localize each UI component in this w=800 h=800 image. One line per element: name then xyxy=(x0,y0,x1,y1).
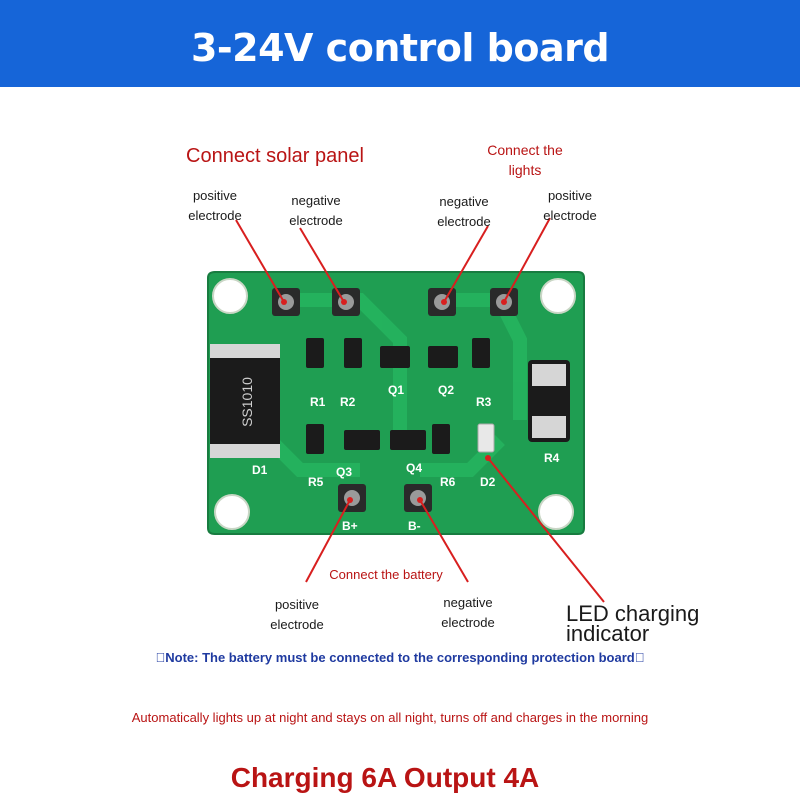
silkscreen-bminus: B- xyxy=(408,519,421,533)
title-banner: 3-24V control board xyxy=(0,0,800,87)
led-indicator-label: LED charging indicator xyxy=(566,601,700,646)
lights-heading: Connect the lights xyxy=(470,140,580,180)
solar-positive-line1: positive xyxy=(192,188,238,203)
silkscreen-r3: R3 xyxy=(476,395,492,409)
d1-diode: SS1010 xyxy=(210,344,280,458)
battery-negative-label: negative electrode xyxy=(430,593,506,633)
solar-positive-label: positive electrode xyxy=(180,186,250,226)
note-text:  Note: The battery must be connected to … xyxy=(155,650,645,665)
lights-heading-line1: Connect the xyxy=(487,142,563,158)
mounting-holes xyxy=(212,278,576,530)
silkscreen-r2: R2 xyxy=(340,395,356,409)
silkscreen-bplus: B+ xyxy=(342,519,358,533)
silkscreen-d2: D2 xyxy=(480,475,496,489)
page-title: 3-24V control board xyxy=(190,26,610,70)
silkscreen-r5: R5 xyxy=(308,475,324,489)
lights-heading-line2: lights xyxy=(508,162,542,178)
silkscreen-r6: R6 xyxy=(440,475,456,489)
battery-positive-line2: electrode xyxy=(270,617,324,632)
svg-text:SS1010: SS1010 xyxy=(239,377,255,427)
battery-heading: Connect the battery xyxy=(329,567,443,582)
battery-positive-label: positive electrode xyxy=(260,595,334,635)
solar-negative-label: negative electrode xyxy=(280,191,352,231)
light-positive-line2: electrode xyxy=(543,208,597,223)
silkscreen-d1: D1 xyxy=(252,463,268,477)
battery-negative-line1: negative xyxy=(443,595,493,610)
solar-negative-line1: negative xyxy=(291,193,341,208)
spec-text: Charging 6A Output 4A xyxy=(230,762,540,793)
light-negative-line1: negative xyxy=(439,194,489,209)
battery-negative-line2: electrode xyxy=(441,615,495,630)
light-negative-label: negative electrode xyxy=(428,192,500,232)
silkscreen-r1: R1 xyxy=(310,395,326,409)
pointer-dots xyxy=(281,299,507,503)
light-positive-label: positive electrode xyxy=(534,186,606,226)
silkscreen-r4: R4 xyxy=(544,451,560,465)
battery-positive-line1: positive xyxy=(274,597,320,612)
silkscreen-q2: Q2 xyxy=(438,383,454,397)
light-negative-line2: electrode xyxy=(437,214,491,229)
r4-cap-bottom xyxy=(532,416,566,438)
auto-lighting-text: Automatically lights up at night and sta… xyxy=(131,710,649,725)
silkscreen-q1: Q1 xyxy=(388,383,404,397)
solar-panel-heading: Connect solar panel xyxy=(186,145,364,167)
pointer-lines xyxy=(235,217,605,603)
silkscreen-labels: R1 R2 Q1 Q2 R3 R4 D1 R5 Q3 Q4 R6 D2 B+ B… xyxy=(252,383,560,533)
light-positive-line1: positive xyxy=(547,188,593,203)
silkscreen-q3: Q3 xyxy=(336,465,352,479)
solar-positive-line2: electrode xyxy=(188,208,242,223)
d2-led xyxy=(477,423,495,453)
solar-negative-line2: electrode xyxy=(289,213,343,228)
r4-cap xyxy=(532,364,566,386)
silkscreen-q4: Q4 xyxy=(406,461,422,475)
